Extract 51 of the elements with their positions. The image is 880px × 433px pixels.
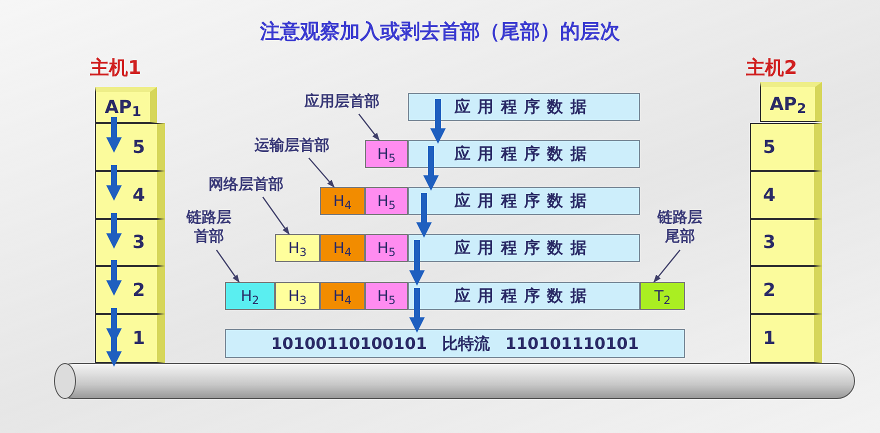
down-arrow <box>416 193 432 238</box>
header-segment: H$_{2}$ <box>225 282 275 310</box>
layer-block: 4 <box>95 171 165 219</box>
down-arrow <box>106 260 122 296</box>
header-label: 应用层首部 <box>286 90 398 112</box>
down-arrow <box>409 240 425 286</box>
data-segment: 应用程序数据 <box>408 140 640 168</box>
header-label: 运输层首部 <box>236 134 348 156</box>
header-label: 链路层首部 <box>184 206 234 248</box>
down-arrow <box>409 288 425 333</box>
down-arrow <box>423 146 439 191</box>
down-arrow <box>106 213 122 249</box>
header-segment: H$_{5}$ <box>365 282 408 310</box>
cable-cylinder <box>55 363 855 399</box>
data-segment: 应用程序数据 <box>408 282 640 310</box>
leader-line <box>653 250 680 283</box>
header-label: 链路层尾部 <box>655 206 705 248</box>
header-segment: H$_{5}$ <box>365 140 408 168</box>
header-segment: H$_{4}$ <box>320 282 365 310</box>
layer-block: 4 <box>750 171 822 219</box>
layer-block: 5 <box>95 123 165 171</box>
header-segment: H$_{4}$ <box>320 234 365 262</box>
trailer-segment: T$_{2}$ <box>640 282 685 310</box>
leader-line <box>358 114 380 141</box>
down-arrow <box>430 99 446 144</box>
header-label: 网络层首部 <box>190 173 302 195</box>
data-segment: 应用程序数据 <box>408 234 640 262</box>
layer-block: 3 <box>95 219 165 266</box>
layer-block: 5 <box>750 123 822 171</box>
header-segment: H$_{5}$ <box>365 187 408 215</box>
leader-line <box>308 158 335 188</box>
host-label: 主机1 <box>90 56 142 81</box>
data-segment: 应用程序数据 <box>408 93 640 121</box>
header-segment: H$_{3}$ <box>275 282 320 310</box>
header-segment: H$_{4}$ <box>320 187 365 215</box>
leader-line <box>262 196 290 235</box>
data-segment: 应用程序数据 <box>408 187 640 215</box>
layer-block: 2 <box>750 266 822 314</box>
layer-block: 2 <box>95 266 165 314</box>
layer-block: 1 <box>750 314 822 363</box>
layer-block: 3 <box>750 219 822 266</box>
host-label: 主机2 <box>746 56 798 81</box>
header-segment: H$_{3}$ <box>275 234 320 262</box>
application-block: AP$_{2}$ <box>760 82 822 122</box>
down-arrow <box>106 117 122 153</box>
bitstream-bar: 10100110100101 比特流 110101110101 <box>225 329 685 358</box>
application-block: AP$_{1}$ <box>95 87 157 123</box>
header-segment: H$_{5}$ <box>365 234 408 262</box>
down-arrow <box>106 165 122 201</box>
leader-line <box>216 250 240 283</box>
diagram-title: 注意观察加入或剥去首部（尾部）的层次 <box>260 18 620 45</box>
